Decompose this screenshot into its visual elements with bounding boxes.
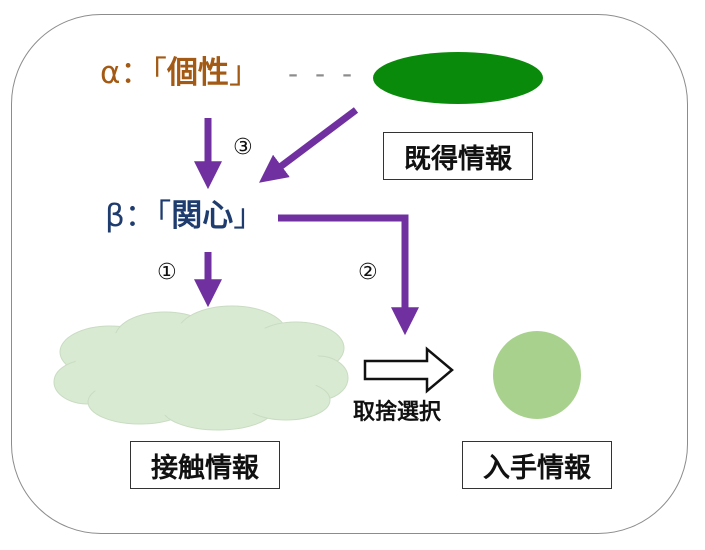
step-2-marker: ② xyxy=(358,260,378,285)
alpha-label: α：「個性」 xyxy=(100,55,260,91)
beta-label: β：「関心」 xyxy=(105,198,265,234)
alpha-dashed-link: - - - xyxy=(288,57,357,90)
arrow-existing-to-beta xyxy=(259,107,359,183)
step-3-marker: ③ xyxy=(233,135,253,160)
step-1-marker: ① xyxy=(157,260,177,285)
acquired-info-box: 入手情報 xyxy=(462,441,612,489)
existing-info-box: 既得情報 xyxy=(383,132,533,180)
contact-info-box: 接触情報 xyxy=(130,441,280,489)
existing-info-ellipse xyxy=(373,52,543,104)
selection-arrow xyxy=(363,346,454,394)
selection-label: 取捨選択 xyxy=(353,400,442,425)
arrow-beta-to-selection xyxy=(278,214,419,336)
acquired-info-circle xyxy=(493,331,581,419)
